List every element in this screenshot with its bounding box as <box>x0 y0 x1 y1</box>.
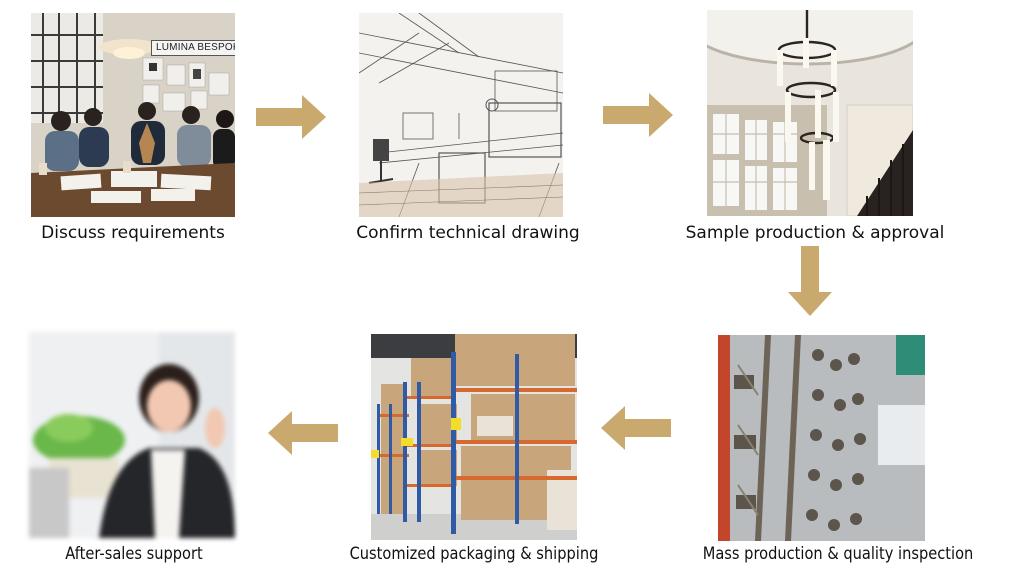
arrow-left-icon <box>268 411 338 455</box>
sign-lumina-bespoke: LUMINA BESPOKE <box>151 40 235 56</box>
step-5-image-warehouse <box>371 334 577 540</box>
step-2-label: Confirm technical drawing <box>356 223 580 243</box>
step-1-label: Discuss requirements <box>41 223 225 243</box>
step-4-image-production-parts <box>718 335 925 541</box>
step-5-label: Customized packaging & shipping <box>349 544 599 564</box>
step-3-image-chandelier <box>707 10 913 216</box>
arrow-left-icon <box>601 406 671 450</box>
arrow-right-icon <box>256 95 326 139</box>
arrow-right-icon <box>603 93 673 137</box>
step-6-image-support-agent <box>29 332 235 538</box>
step-2-image-technical-drawing <box>359 13 563 217</box>
step-1-image-team-meeting: LUMINA BESPOKE <box>31 13 235 217</box>
step-3-label: Sample production & approval <box>685 223 945 243</box>
step-6-label: After-sales support <box>65 544 203 564</box>
step-4-label: Mass production & quality inspection <box>702 544 974 564</box>
arrow-down-icon <box>788 246 832 316</box>
